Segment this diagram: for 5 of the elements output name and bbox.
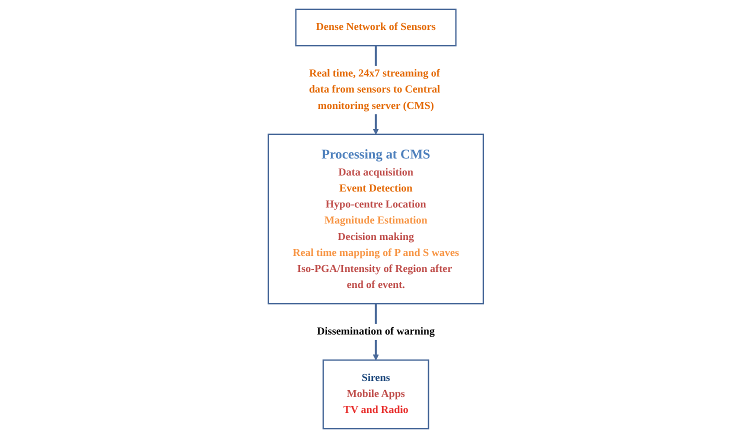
edge-label: Dissemination of warning — [317, 326, 435, 338]
node-box — [322, 359, 430, 430]
node-box — [268, 134, 484, 304]
edge-label: Real time, 24x7 streaming of data from sensors to Central monitoring server (CMS) — [309, 68, 440, 112]
node-box — [295, 8, 457, 46]
